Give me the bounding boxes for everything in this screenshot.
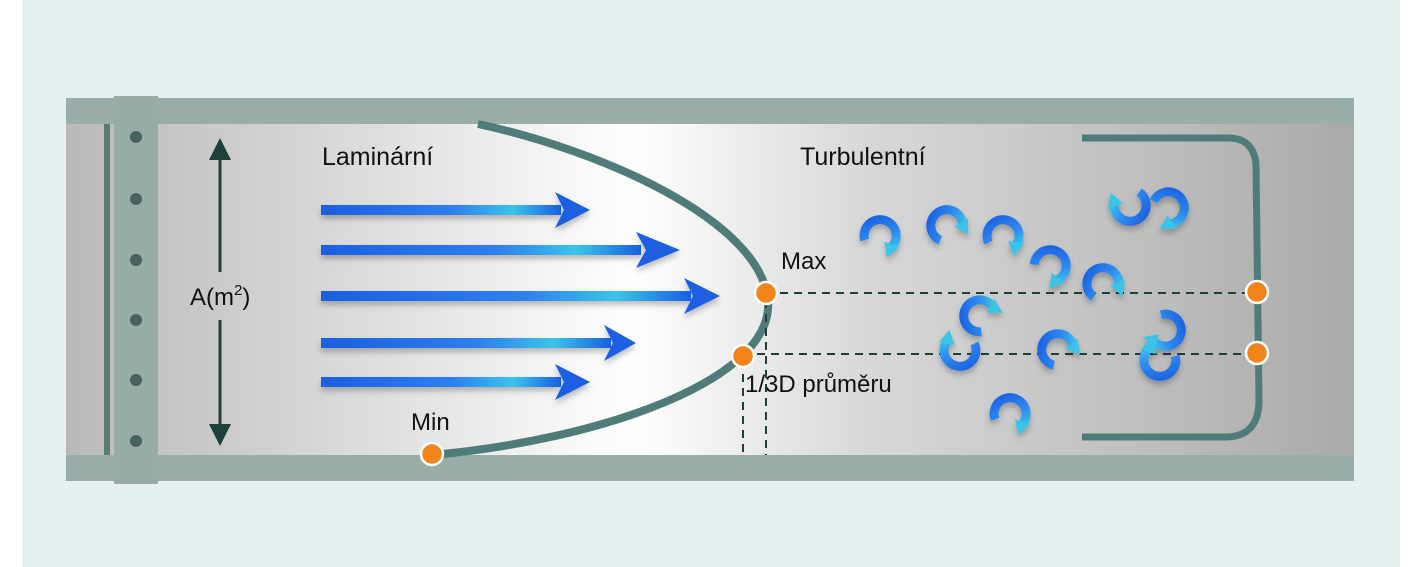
area-dimension-arrow — [209, 138, 231, 446]
diameter-label: 1/3D průměru — [745, 371, 892, 398]
turbulent-label: Turbulentní — [800, 143, 926, 171]
bolt — [130, 131, 142, 143]
pipe-left-edge — [104, 124, 110, 455]
min-label: Min — [411, 409, 450, 436]
flow-arrow — [321, 232, 680, 268]
third-diameter-marker — [730, 343, 756, 369]
pipe-wall-bottom — [66, 455, 1354, 481]
flange — [114, 96, 158, 484]
turbulent-marker-lower — [1244, 340, 1270, 366]
area-superscript: 2 — [234, 282, 242, 299]
max-marker — [753, 280, 779, 306]
bolt — [130, 374, 142, 386]
flange-bolts — [130, 131, 142, 447]
bolt — [130, 314, 142, 326]
laminar-label: Laminární — [322, 143, 433, 171]
flow-arrow — [321, 364, 590, 400]
pipe-interior — [66, 118, 1354, 458]
laminar-flow-arrows — [321, 192, 720, 400]
min-marker — [419, 441, 445, 467]
area-label: A(m2) — [190, 282, 250, 311]
measurement-points — [419, 279, 1270, 467]
flow-arrow — [321, 325, 636, 361]
flow-arrow — [321, 278, 720, 314]
turbulent-velocity-profile — [1082, 134, 1263, 441]
bolt — [130, 193, 142, 205]
measurement-lines — [742, 292, 1257, 455]
bolt — [130, 254, 142, 266]
pipe-wall-top — [66, 98, 1354, 124]
flow-arrow — [321, 192, 590, 228]
bolt — [130, 435, 142, 447]
max-label: Max — [781, 248, 826, 275]
turbulent-marker-upper — [1244, 279, 1270, 305]
